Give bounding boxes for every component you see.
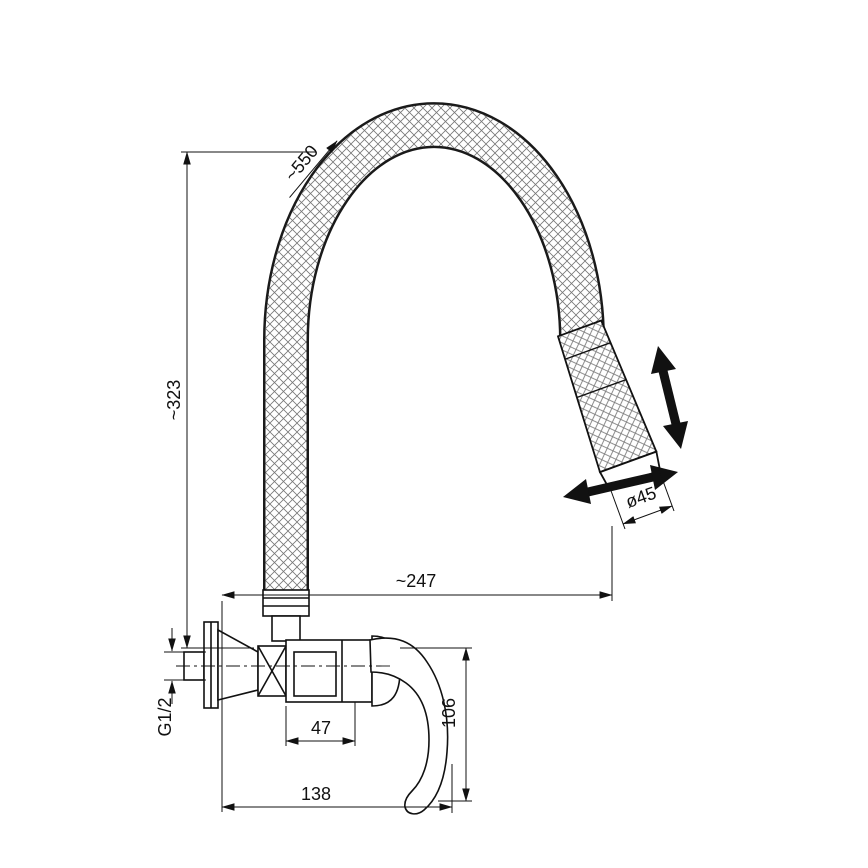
dim-label-thread: G1/2 <box>155 697 175 736</box>
dim-label-height: ~323 <box>164 380 184 421</box>
spray-head-seam <box>576 378 627 399</box>
dim-handle-height <box>400 647 472 802</box>
flexible-hose <box>263 102 605 598</box>
dim-thread <box>164 628 206 704</box>
spray-head-seam <box>564 342 611 360</box>
dim-overall-width <box>221 764 453 813</box>
dim-label-body-offset: 47 <box>311 718 331 738</box>
wall-flange <box>183 621 259 709</box>
movement-arrow-swivel-icon <box>563 465 678 504</box>
dim-height <box>181 151 316 649</box>
handle-lever <box>369 635 449 815</box>
dim-reach <box>221 526 613 812</box>
dim-spray-diameter <box>609 469 675 530</box>
dim-label-reach: ~247 <box>396 571 437 591</box>
spray-head <box>556 319 662 491</box>
movement-arrow-tilt-icon <box>651 346 688 449</box>
hex-nut <box>257 645 287 697</box>
coupling-nut <box>262 589 310 642</box>
dim-label-overall-width: 138 <box>301 784 331 804</box>
dim-label-handle-height: 106 <box>439 698 459 728</box>
valve-body <box>285 639 373 703</box>
handle-blade <box>369 637 449 815</box>
dim-body-offset <box>285 702 356 746</box>
